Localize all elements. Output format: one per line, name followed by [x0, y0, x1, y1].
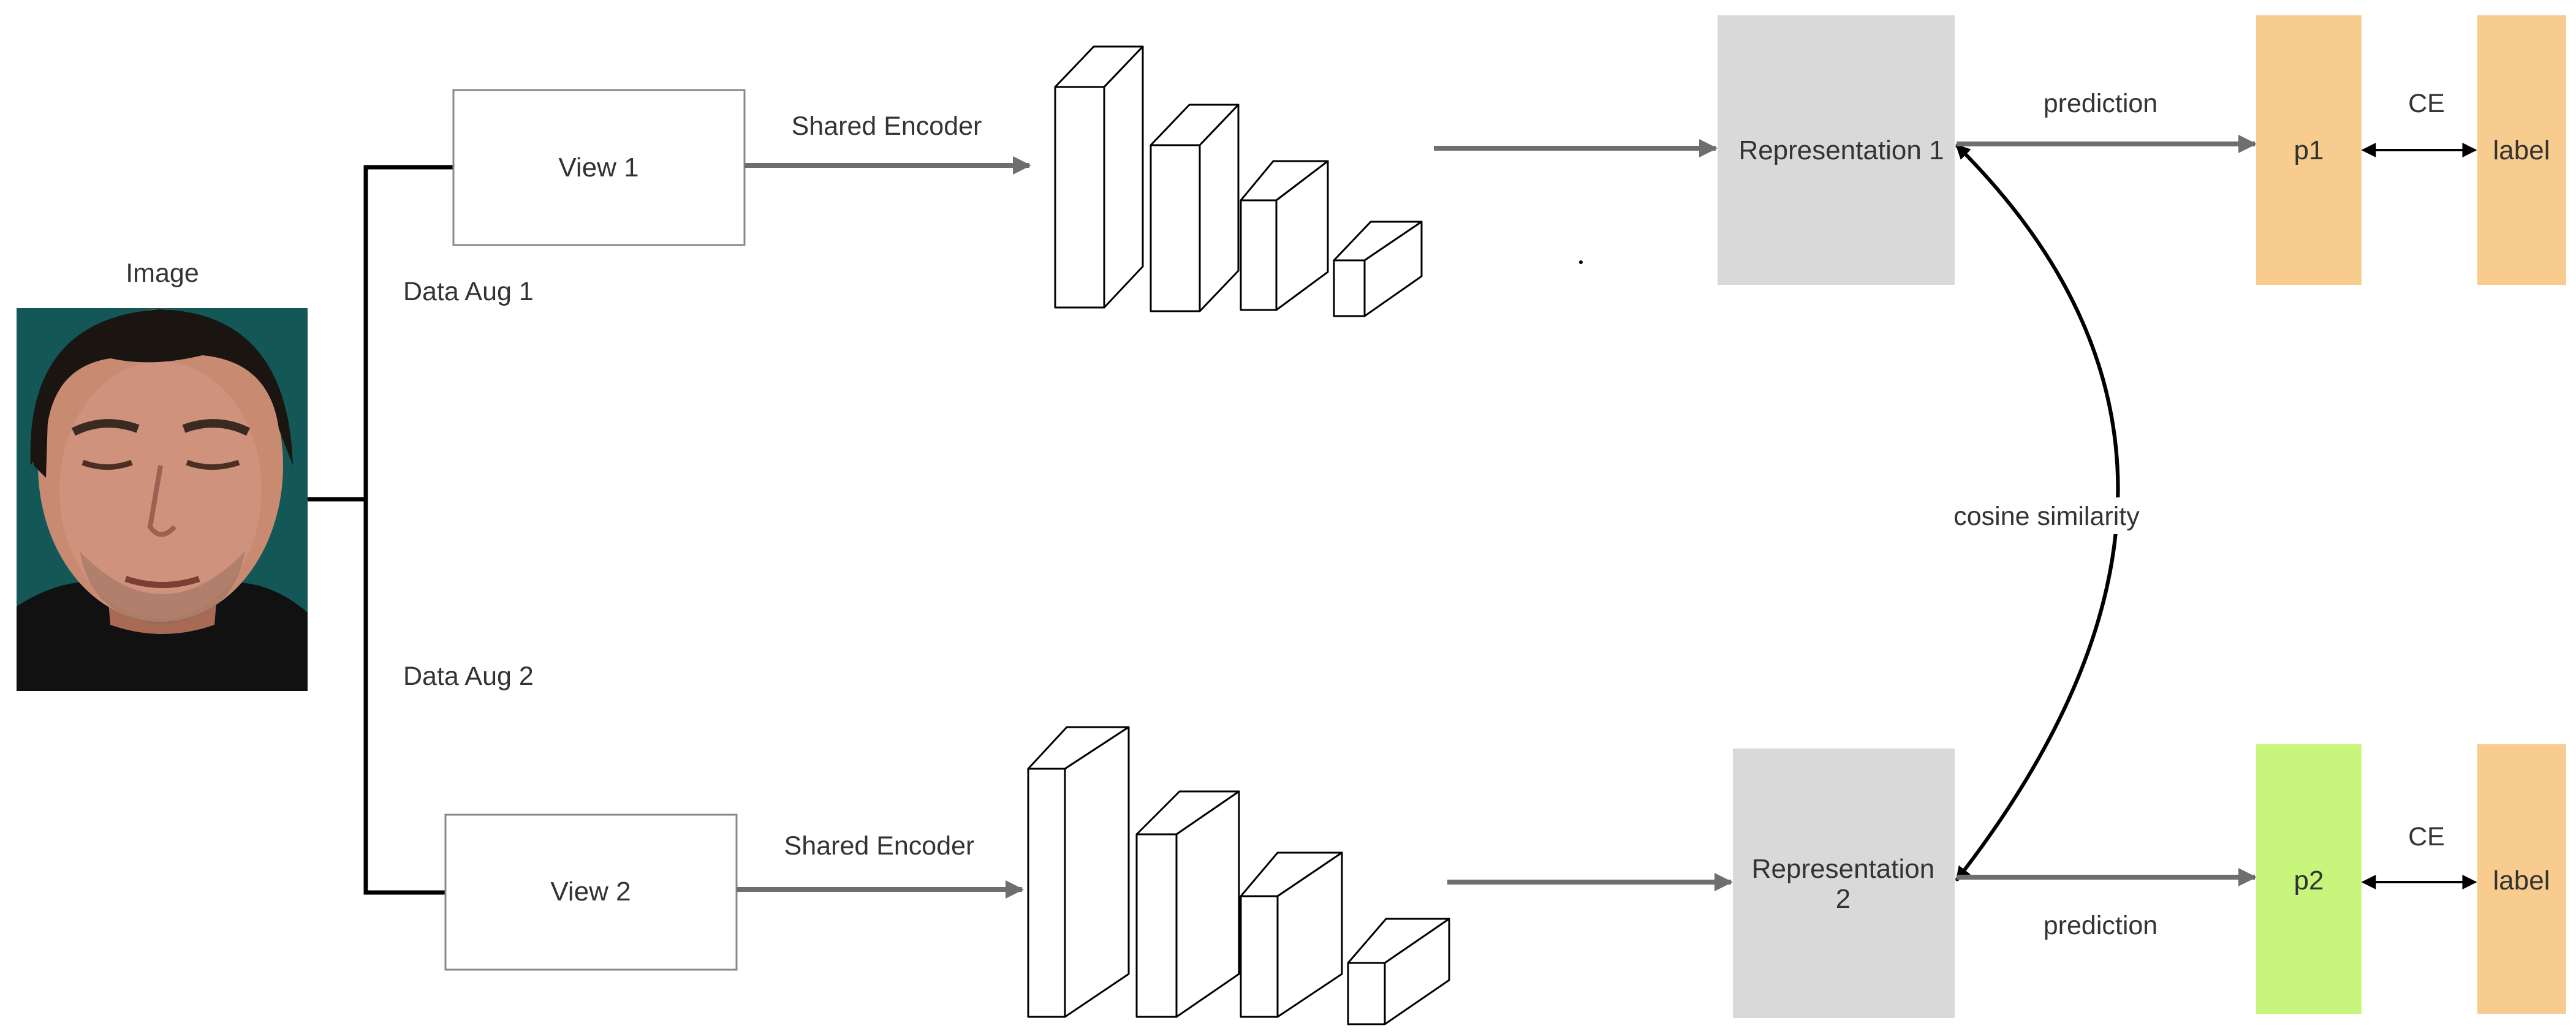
prediction-1-label: prediction [2044, 89, 2157, 118]
prediction-2-label: prediction [2044, 911, 2157, 940]
data-aug-2-label: Data Aug 2 [403, 662, 534, 691]
encoder-layers-icon [1027, 726, 1450, 1025]
representation-2-label-line2: 2 [1836, 884, 1851, 914]
label-1-text: label [2493, 135, 2550, 165]
ce-2-label: CE [2408, 822, 2445, 851]
label-2-box: label [2477, 744, 2566, 1014]
view-1-label: View 1 [558, 153, 638, 183]
shared-encoder-2-label: Shared Encoder [784, 831, 975, 861]
label-1-box: label [2477, 15, 2566, 285]
representation-2-label-line1: Representation [1752, 854, 1934, 884]
stray-dot [1579, 260, 1583, 264]
p1-label: p1 [2294, 135, 2324, 165]
label-2-text: label [2493, 866, 2550, 896]
data-aug-1-label: Data Aug 1 [403, 277, 534, 306]
representation-2-box: Representation 2 [1733, 749, 1955, 1018]
representation-1-label: Representation 1 [1738, 135, 1944, 165]
cosine-similarity-label: cosine similarity [1953, 502, 2140, 531]
image-label: Image [126, 258, 199, 288]
view-2-label: View 2 [550, 877, 631, 907]
encoder-layers-icon [1054, 45, 1423, 317]
p2-label: p2 [2294, 866, 2324, 896]
representation-1-box: Representation 1 [1718, 15, 1955, 285]
ce-1-label: CE [2408, 89, 2445, 118]
shared-encoder-1-label: Shared Encoder [792, 111, 982, 141]
view-1-box: View 1 [452, 89, 746, 246]
branch-connector [308, 165, 453, 895]
p1-box: p1 [2256, 15, 2362, 285]
face-photo-icon [17, 308, 308, 691]
cosine-similarity-arc [1955, 143, 2120, 881]
cosine-label-bg [1942, 497, 2151, 534]
view-2-box: View 2 [444, 813, 738, 971]
p2-box: p2 [2256, 744, 2362, 1014]
